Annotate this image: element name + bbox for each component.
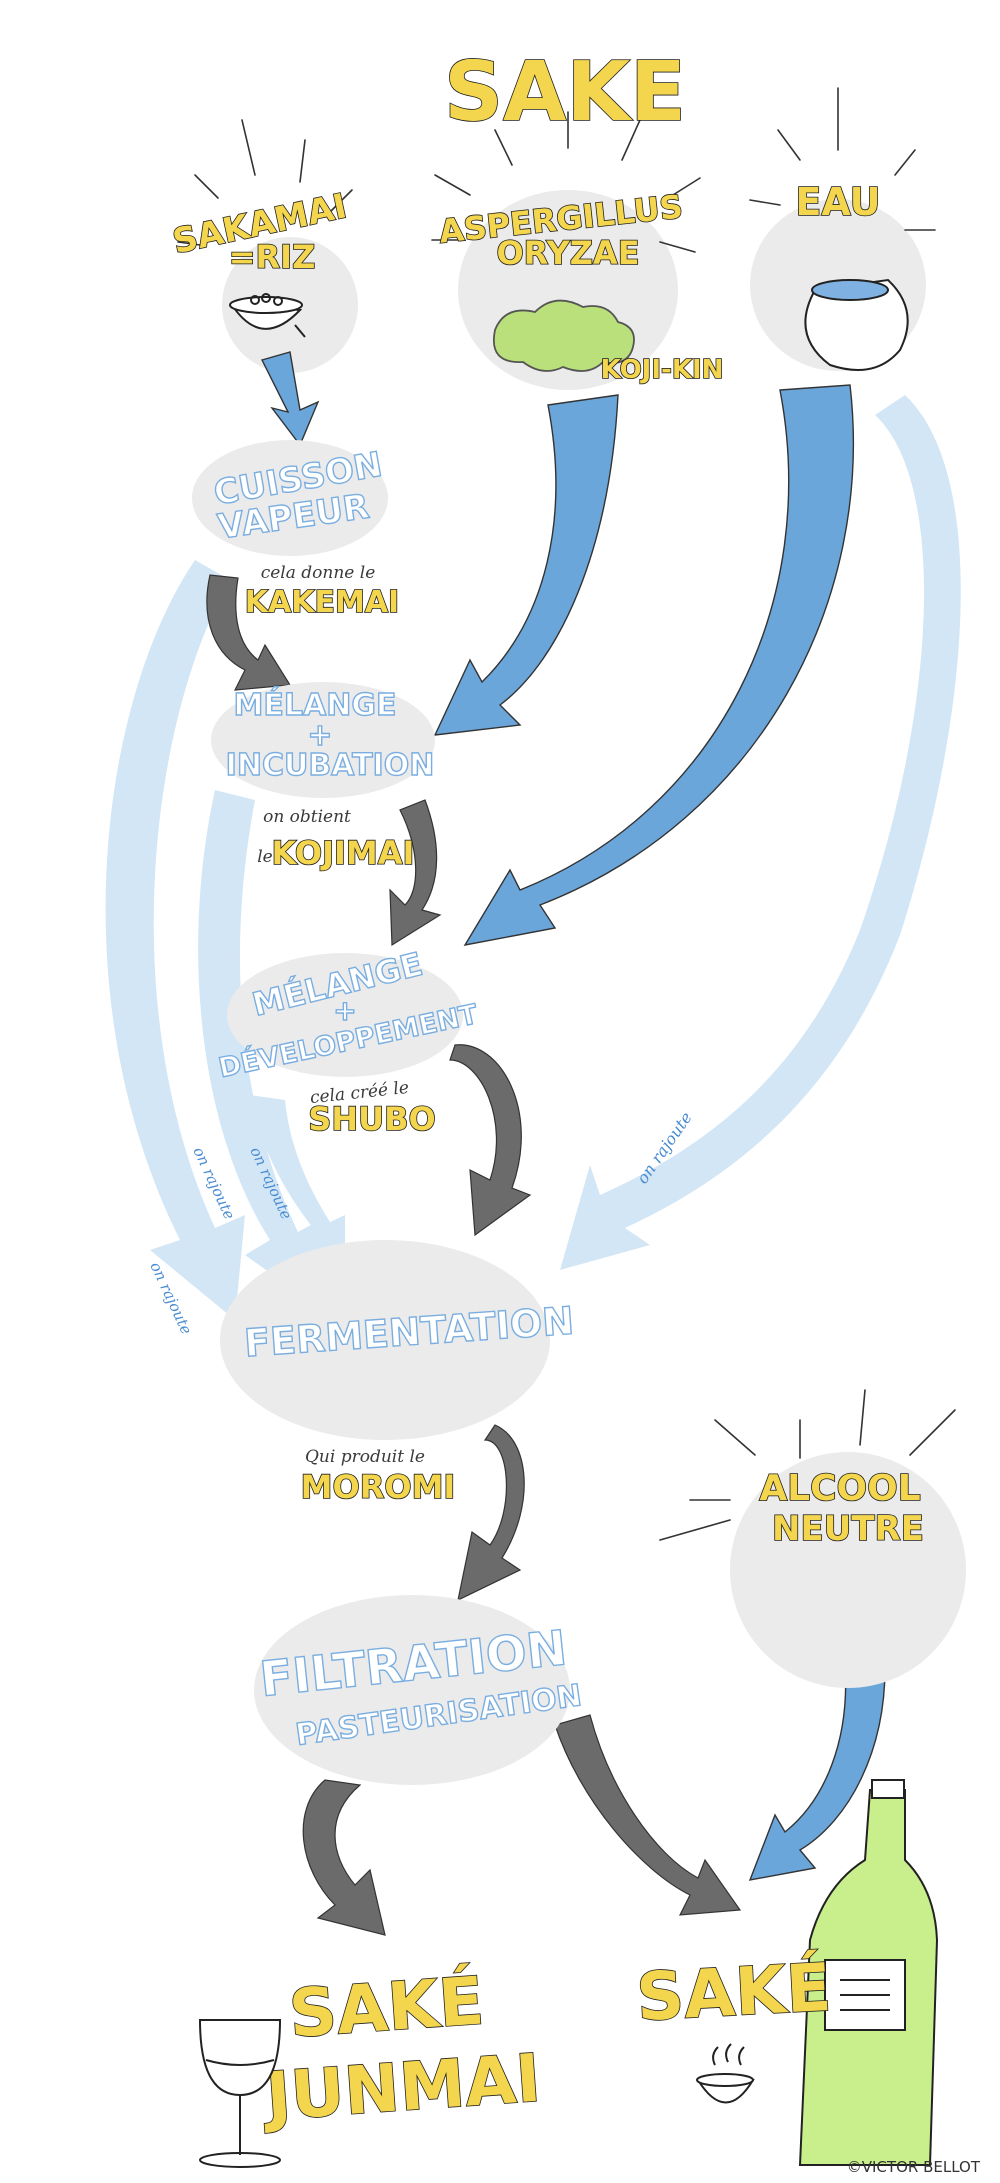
mix1-label-plus: + — [307, 718, 332, 753]
mix2-product: SHUBO — [308, 1100, 435, 1138]
arrow-light-left-middle — [198, 790, 320, 1305]
mix1-label-line2: INCUBATION — [226, 748, 435, 783]
light-arrows — [105, 395, 961, 1320]
alcohol-label-line2: NEUTRE — [772, 1509, 924, 1549]
arrow-light-left-inner — [250, 1095, 345, 1275]
step-steam: CUISSON VAPEUR cela donne le KAKEMAI — [192, 440, 400, 621]
arrow-alcohol-to-sake — [748, 1664, 886, 1881]
arrow-mix1-to-mix2 — [389, 799, 442, 947]
steam-note: cela donne le — [261, 563, 376, 583]
sake-cup-icon — [696, 2043, 755, 2104]
step-mix2: MÉLANGE + DÉVELOPPEMENT cela créé le SHU… — [215, 944, 482, 1139]
koji-mold-icon — [493, 299, 635, 372]
mix1-note2: le — [257, 847, 273, 867]
koji-sub-label: KOJI-KIN — [601, 355, 724, 385]
dark-arrows — [206, 574, 742, 1936]
credit-text: ©VICTOR BELLOT — [847, 2158, 981, 2176]
junmai-label-line1: SAKÉ — [286, 1961, 486, 2052]
step-filtration: FILTRATION PASTEURISATION — [254, 1595, 585, 1785]
wine-glass-icon — [198, 2019, 282, 2168]
result-sake: SAKÉ — [634, 1779, 939, 2166]
arrow-filtration-to-junmai — [302, 1779, 386, 1936]
step-fermentation: FERMENTATION Qui produit le MOROMI — [220, 1240, 576, 1507]
fermentation-note: Qui produit le — [305, 1447, 425, 1467]
ray-lines-rice — [177, 119, 353, 246]
ray-lines-koji — [431, 111, 701, 253]
arrow-light-right — [560, 395, 961, 1270]
diagram-title: SAKE — [444, 45, 686, 140]
arrow-filtration-to-sake — [554, 1714, 742, 1916]
mix1-note1: on obtient — [263, 807, 351, 827]
arrow-fermentation-to-filtration — [457, 1424, 525, 1602]
steam-product: KAKEMAI — [245, 585, 399, 620]
sake-label: SAKÉ — [634, 1948, 833, 2036]
ingredient-water: EAU — [749, 87, 936, 371]
junmai-label-line2: JUNMAI — [260, 2040, 543, 2136]
step-mix1: MÉLANGE + INCUBATION on obtient le KOJIM… — [211, 682, 435, 873]
arrow-water-to-mix2 — [463, 384, 854, 946]
blue-arrows — [260, 351, 886, 1881]
mix2-label-plus: + — [333, 994, 356, 1027]
ray-lines-alcohol — [659, 1389, 956, 1541]
mix1-label-line1: MÉLANGE — [234, 687, 397, 723]
sake-bottle-icon — [798, 1779, 939, 2166]
water-label: EAU — [795, 180, 880, 224]
arrow-mix2-to-fermentation — [449, 1044, 532, 1237]
koji-label-line2: ORYZAE — [496, 234, 639, 272]
rice-label-line2: =RIZ — [229, 238, 316, 276]
arrow-light-left-outer — [105, 560, 245, 1320]
rice-bowl-icon — [229, 293, 306, 338]
arrow-rice-to-steam — [260, 351, 320, 447]
arrow-koji-to-mix1 — [433, 394, 619, 736]
mix1-product: KOJIMAI — [272, 834, 415, 872]
alcohol-label-line1: ALCOOL — [759, 1468, 920, 1509]
fermentation-product: MOROMI — [301, 1468, 456, 1506]
ingredient-rice: SAKAMAI =RIZ — [169, 119, 358, 373]
ray-lines-water — [749, 87, 936, 231]
ingredient-alcohol: ALCOOL NEUTRE — [659, 1389, 966, 1688]
result-junmai: SAKÉ JUNMAI — [198, 1961, 544, 2168]
ingredient-koji: ASPERGILLUS ORYZAE KOJI-KIN — [431, 111, 724, 390]
water-jug-icon — [804, 278, 909, 371]
